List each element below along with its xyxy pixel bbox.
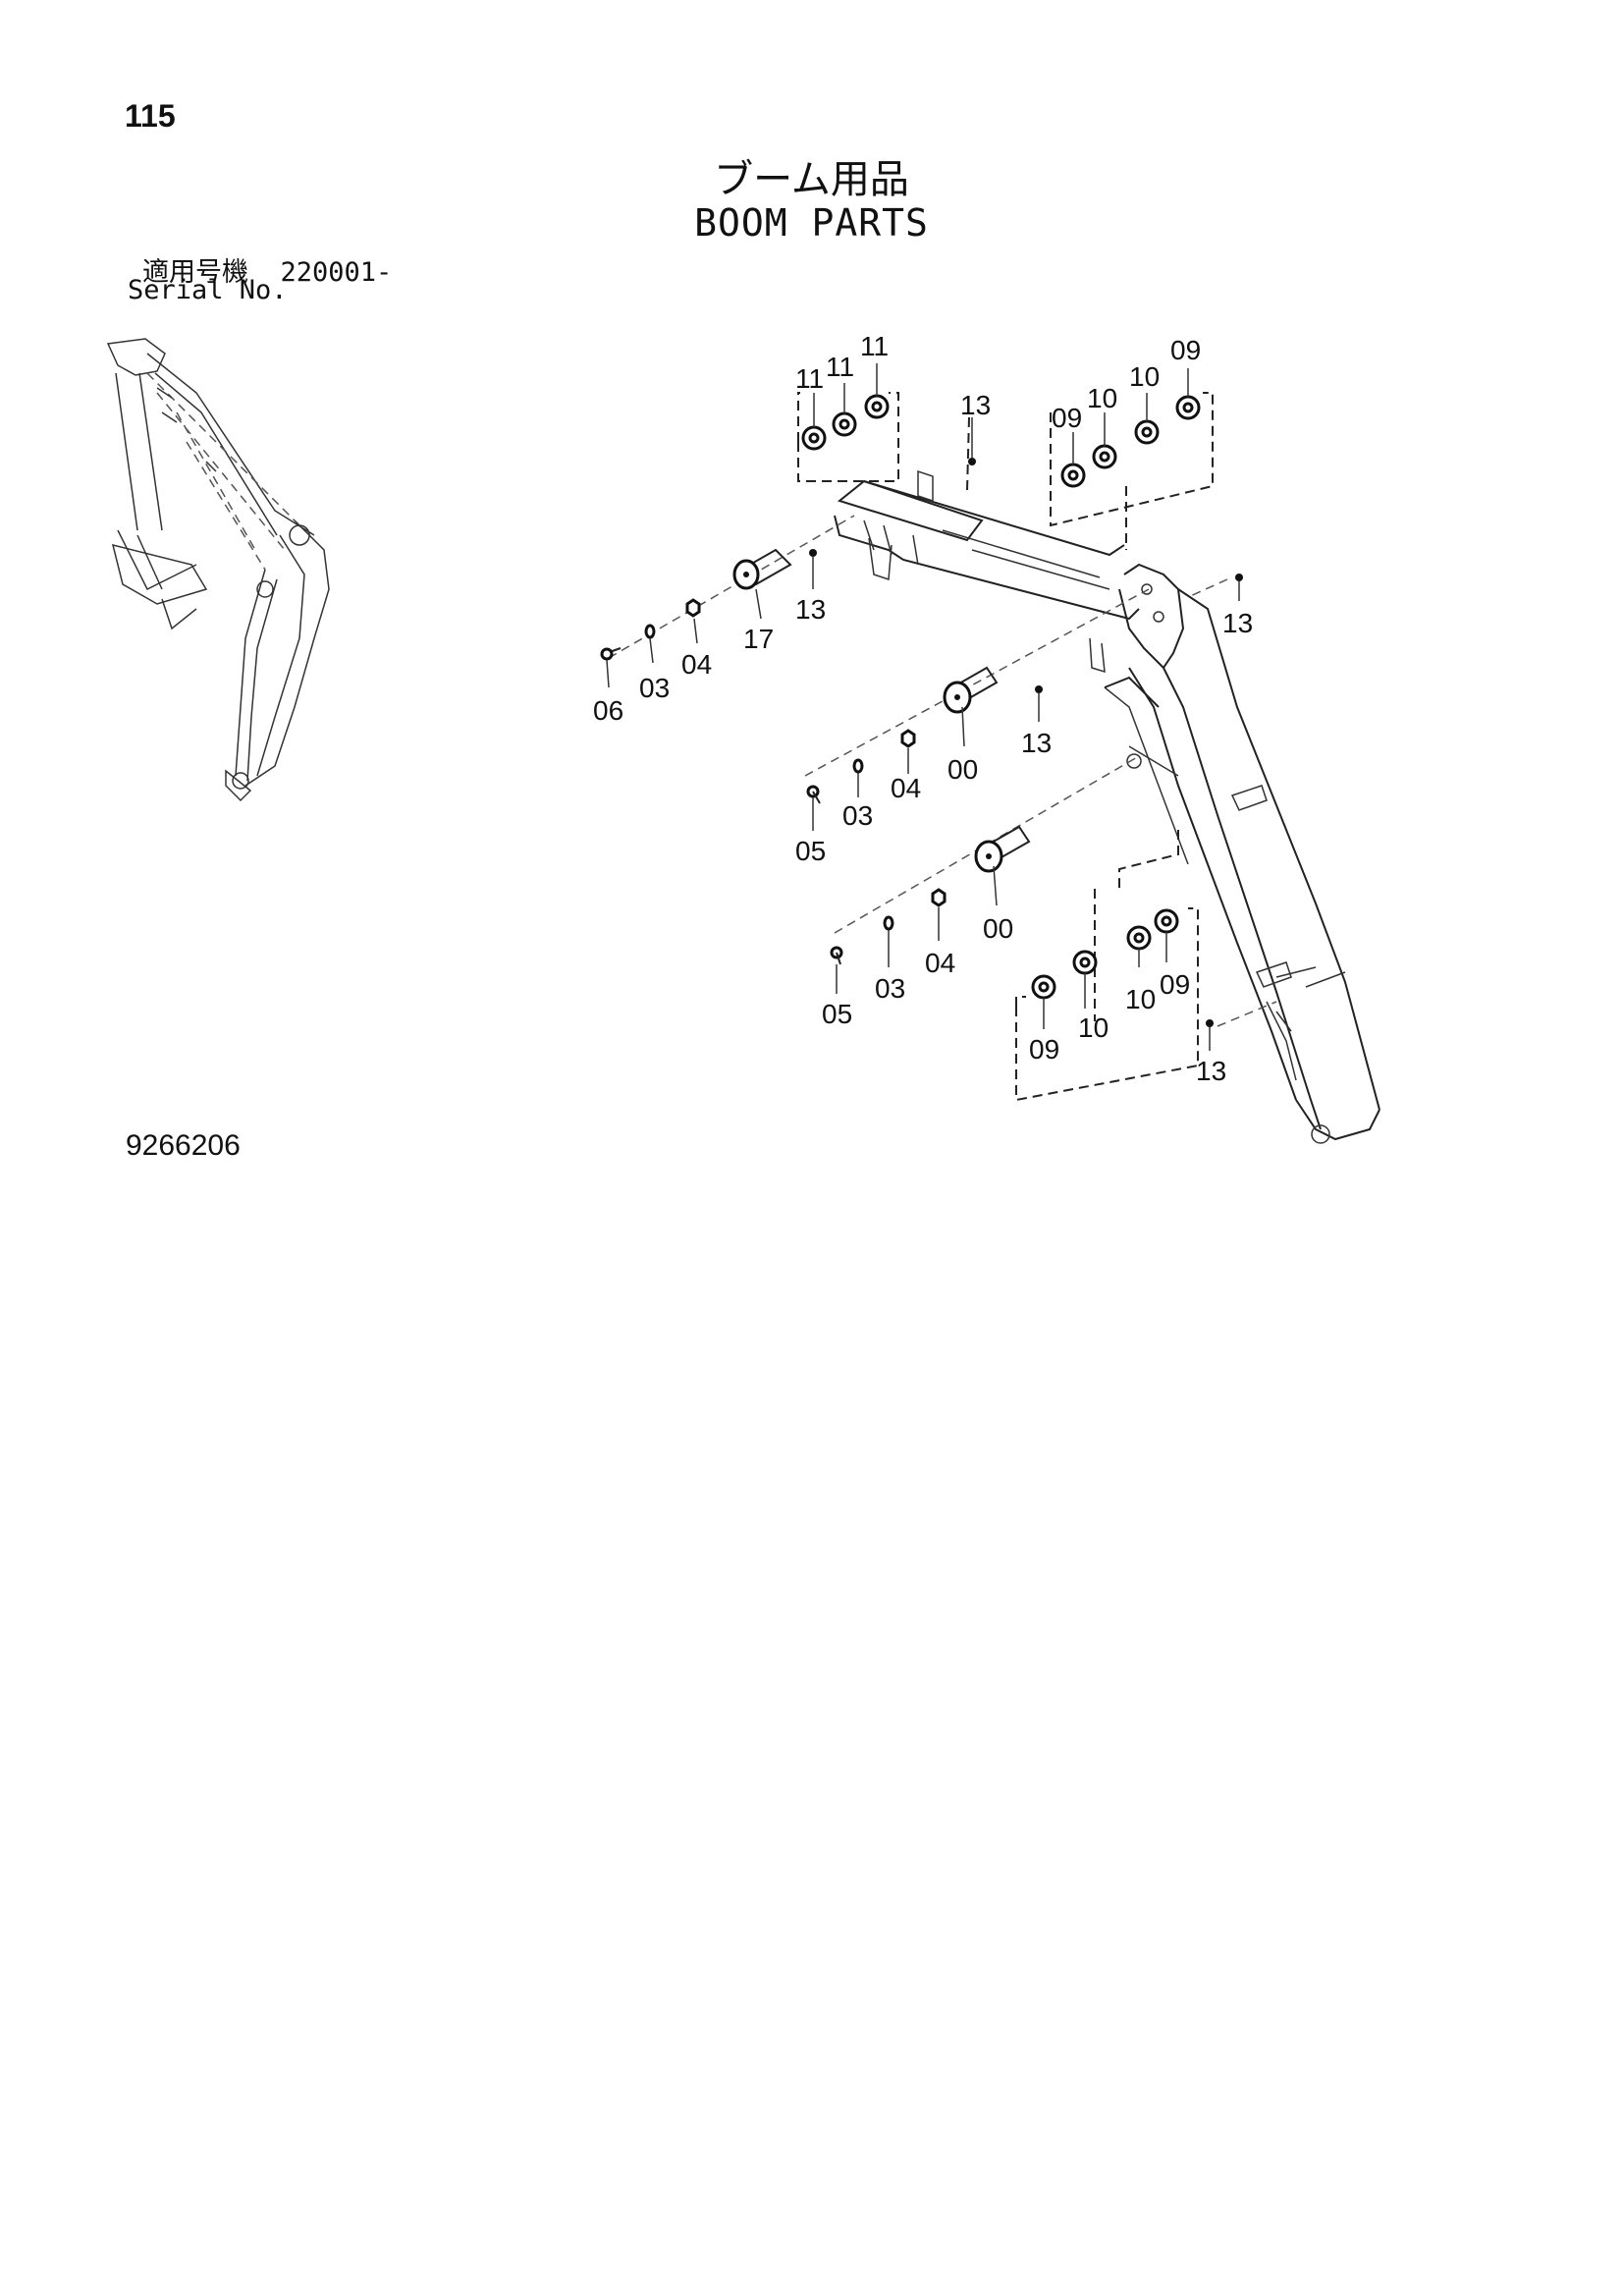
fastener-set-1 bbox=[600, 598, 701, 661]
callout-09: 09 bbox=[1052, 403, 1082, 433]
washer-group-upper-left bbox=[801, 394, 890, 451]
serial-number-label: Serial No. bbox=[128, 275, 288, 305]
callout-labels: 11 11 11 13 09 10 10 09 13 17 13 04 03 0… bbox=[593, 331, 1253, 1086]
callout-03: 03 bbox=[842, 800, 873, 831]
fastener-set-3 bbox=[830, 888, 947, 965]
leader-lines bbox=[606, 363, 1240, 1051]
callout-10: 10 bbox=[1125, 984, 1156, 1014]
callout-09: 09 bbox=[1170, 335, 1201, 365]
pin-00-lower bbox=[974, 825, 1031, 873]
callout-04: 04 bbox=[925, 948, 955, 978]
callout-17: 17 bbox=[743, 624, 774, 654]
callout-10: 10 bbox=[1087, 383, 1117, 413]
callout-13: 13 bbox=[960, 390, 991, 420]
callout-11: 11 bbox=[826, 352, 854, 382]
callout-06: 06 bbox=[593, 695, 623, 726]
callout-09: 09 bbox=[1160, 969, 1190, 1000]
callout-10: 10 bbox=[1078, 1012, 1109, 1043]
washer-group-upper-right bbox=[1060, 395, 1201, 488]
callout-04: 04 bbox=[681, 649, 712, 680]
pin-00-upper bbox=[943, 666, 999, 714]
drawing-number: 9266206 bbox=[126, 1129, 241, 1162]
callout-04: 04 bbox=[891, 773, 921, 803]
grease-fittings bbox=[809, 458, 1243, 1027]
pin-17 bbox=[732, 548, 792, 590]
callout-13: 13 bbox=[1021, 728, 1052, 758]
serial-number-range: 適用号機 220001- bbox=[142, 257, 393, 288]
callout-05: 05 bbox=[822, 999, 852, 1029]
callout-11: 11 bbox=[795, 363, 824, 394]
callout-03: 03 bbox=[639, 673, 670, 703]
page-title-english: BOOM PARTS bbox=[694, 201, 929, 245]
callout-05: 05 bbox=[795, 836, 826, 866]
callout-09: 09 bbox=[1029, 1034, 1059, 1065]
callout-10: 10 bbox=[1129, 361, 1160, 392]
callout-13: 13 bbox=[1196, 1056, 1226, 1086]
front-attachment-overview bbox=[106, 338, 330, 802]
callout-00: 00 bbox=[983, 913, 1013, 944]
callout-13: 13 bbox=[1222, 608, 1253, 638]
callout-11: 11 bbox=[860, 331, 889, 361]
page-title-japanese: ブーム用品 bbox=[714, 157, 909, 202]
callout-00: 00 bbox=[947, 754, 978, 785]
callout-03: 03 bbox=[875, 973, 905, 1004]
boom-assembly bbox=[834, 469, 1380, 1144]
page-number: 115 bbox=[125, 98, 176, 134]
fastener-set-2 bbox=[806, 729, 916, 804]
callout-13: 13 bbox=[795, 594, 826, 625]
